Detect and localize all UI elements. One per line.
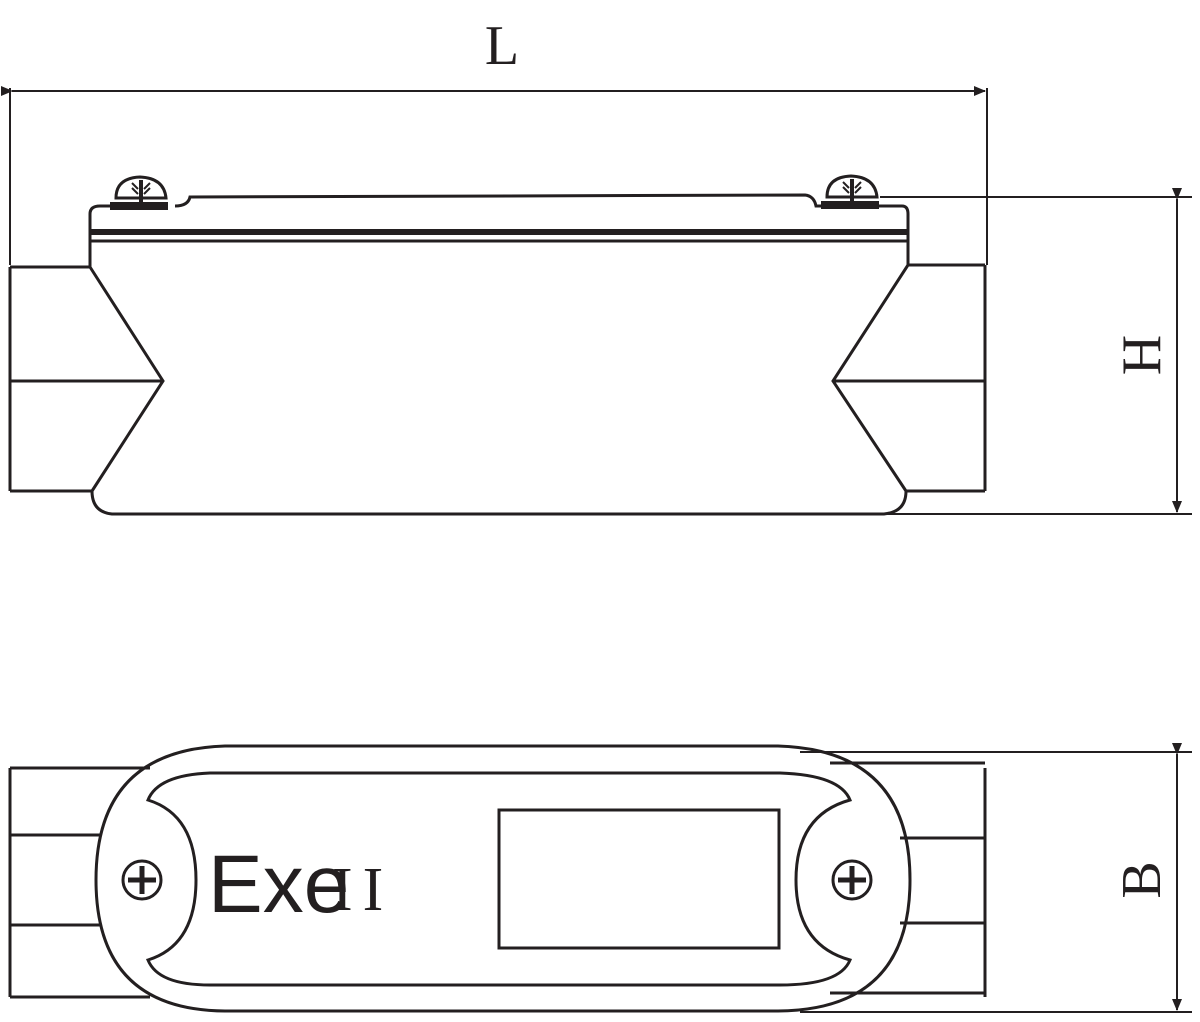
left-conduit-entry-top [8, 766, 150, 999]
left-conduit-entry [8, 265, 163, 493]
right-conduit-entry [833, 263, 987, 493]
group-marking: II [332, 856, 393, 924]
nameplate-recess [146, 771, 853, 987]
lid-outline [88, 193, 910, 238]
screw-icon [121, 859, 163, 901]
front-view: L H [1, 15, 1192, 516]
body-outline [88, 238, 910, 516]
screw-icon [821, 174, 879, 209]
cover-outline [94, 744, 912, 1013]
width-label: B [1111, 861, 1173, 898]
screw-icon [110, 175, 168, 210]
label-window [497, 808, 781, 950]
screw-icon [831, 859, 873, 901]
height-label: H [1111, 335, 1173, 375]
top-view: Exe II B [8, 743, 1192, 1013]
right-chevron [831, 264, 910, 492]
left-chevron [88, 266, 165, 492]
ex-marking: Exe [208, 839, 349, 930]
right-conduit-entry-top [830, 761, 987, 997]
length-label: L [485, 15, 519, 77]
